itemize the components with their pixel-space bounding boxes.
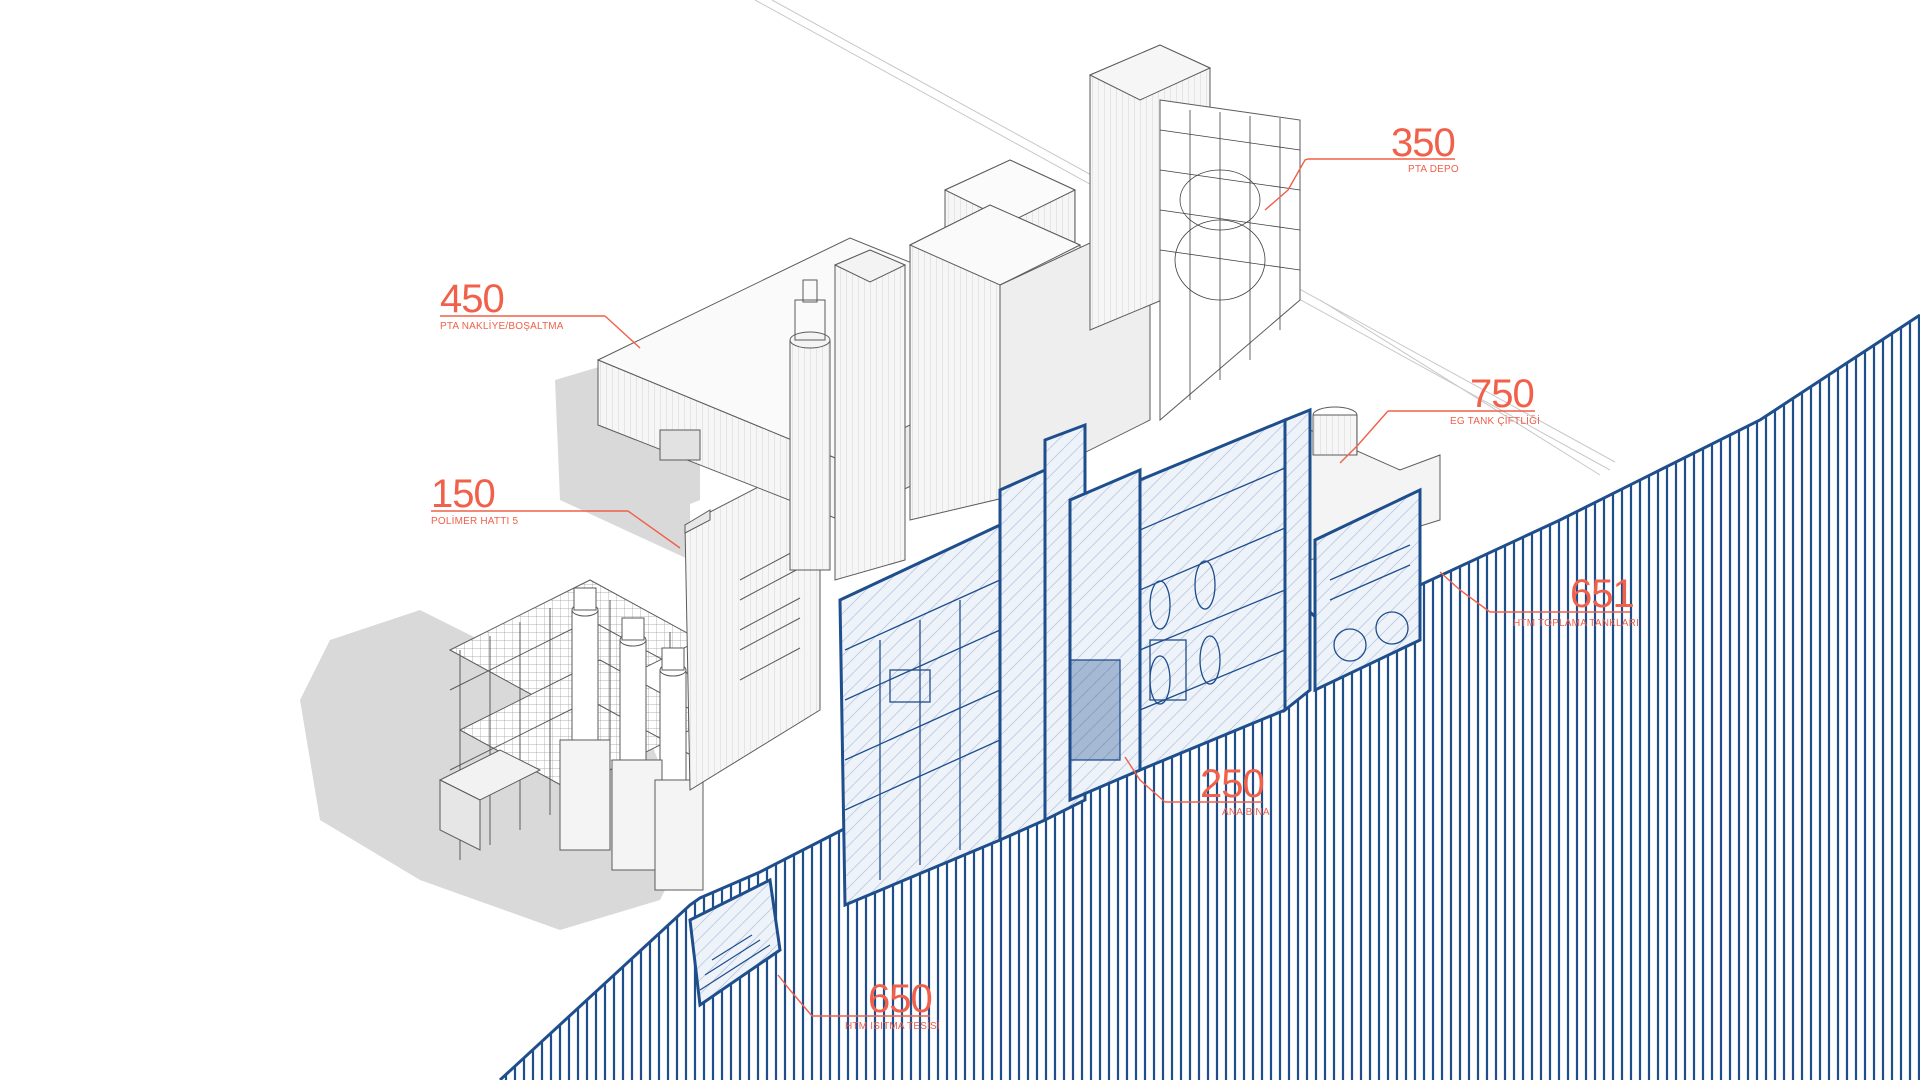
callout-250: 250 ANA BİNA (1124, 756, 1270, 818)
pta-depot-structure (1088, 44, 1301, 422)
callout-651-label: HTM TOPLAMA TANKLARI (1513, 618, 1639, 629)
htm-collection-tank-section (1313, 487, 1422, 693)
callout-450-label: PTA NAKLİYE/BOŞALTMA (440, 319, 564, 332)
callout-350-label: PTA DEPO (1408, 164, 1459, 175)
callout-250-label: ANA BİNA (1222, 805, 1270, 818)
callout-350-number: 350 (1391, 121, 1455, 165)
callout-450-number: 450 (440, 277, 504, 321)
callout-750-number: 750 (1470, 372, 1534, 416)
callout-350: 350 PTA DEPO (1264, 121, 1459, 211)
callout-layer: 350 PTA DEPO 450 PTA NAKLİYE/BOŞALTMA 75… (431, 121, 1639, 1032)
htm-heating-pit (688, 877, 782, 1008)
callout-150: 150 POLİMER HATTI 5 (431, 472, 681, 549)
callout-450: 450 PTA NAKLİYE/BOŞALTMA (440, 277, 641, 349)
callout-650-number: 650 (868, 977, 932, 1021)
callout-150-number: 150 (431, 472, 495, 516)
chimney (789, 279, 831, 571)
callout-150-label: POLİMER HATTI 5 (431, 514, 519, 527)
stacks (559, 587, 704, 891)
callout-650-label: HTM ISITMA TESİSİ (845, 1019, 940, 1032)
callout-651-number: 651 (1570, 572, 1634, 616)
callout-750-label: EG TANK ÇİFTLİĞİ (1450, 414, 1540, 427)
callout-750: 750 EG TANK ÇİFTLİĞİ (1339, 372, 1540, 464)
callout-651: 651 HTM TOPLAMA TANKLARI (1439, 571, 1639, 629)
callout-650: 650 HTM ISITMA TESİSİ (777, 974, 940, 1032)
main-building-section (838, 407, 1312, 908)
callout-250-number: 250 (1200, 762, 1264, 806)
process-area-left (438, 579, 712, 891)
